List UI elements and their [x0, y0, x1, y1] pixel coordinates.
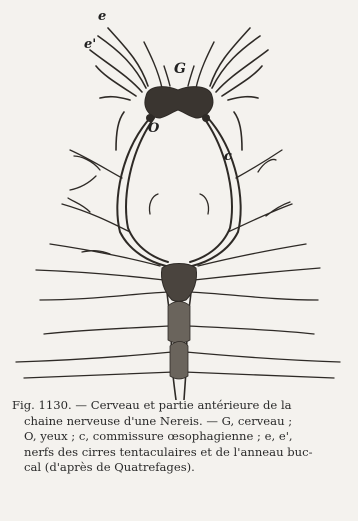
nereis-nerve-diagram — [0, 0, 358, 400]
caption-line-3: O, yeux ; c, commissure œsophagienne ; e… — [12, 429, 348, 445]
label-O: O — [148, 122, 159, 135]
inner-nerves — [149, 194, 208, 214]
oesophageal-commissure — [117, 118, 240, 266]
caption-line-4: nerfs des cirres tentaculaires et de l'a… — [12, 445, 348, 461]
caption-line-5: cal (d'après de Quatrefages). — [12, 460, 348, 476]
label-G: G — [174, 62, 186, 76]
label-e: e — [98, 10, 106, 23]
caption-line-1: Fig. 1130. — Cerveau et partie antérieur… — [12, 398, 348, 414]
left-peripheral-nerves — [16, 150, 174, 378]
cord-ganglia — [168, 302, 190, 380]
label-e-prime: e' — [84, 38, 96, 51]
label-c: c — [224, 150, 232, 163]
figure-caption: Fig. 1130. — Cerveau et partie antérieur… — [12, 398, 348, 476]
caption-line-2: chaine nerveuse d'une Nereis. — G, cerve… — [12, 414, 348, 430]
brain-ganglion — [145, 87, 213, 118]
right-peripheral-nerves — [184, 150, 340, 378]
